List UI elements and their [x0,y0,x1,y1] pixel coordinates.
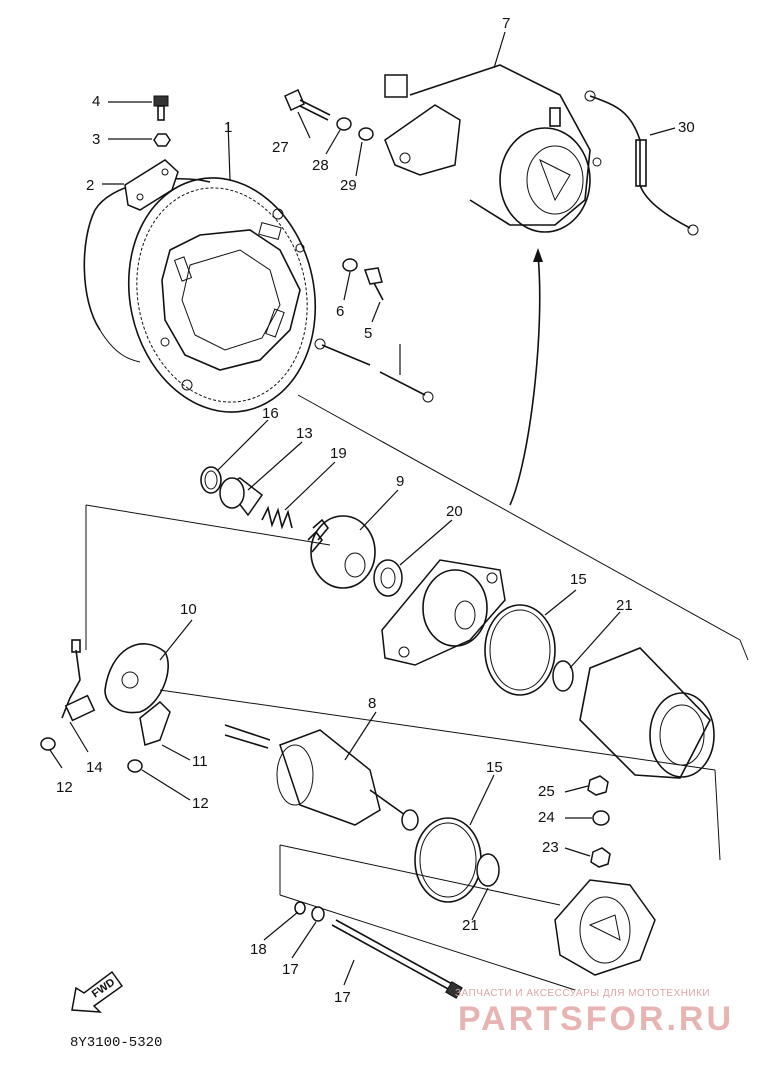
collar-13 [219,477,264,517]
armature-8 [224,724,419,831]
washer-24 [592,810,610,826]
part-label-10: 10 [180,601,197,618]
rear-cover [554,879,656,976]
fwd-arrow-icon: FWD [71,970,124,1013]
screw-12-left [40,737,56,751]
part-label-21-upper: 20 [446,503,463,520]
part-label-19: 18 [250,941,267,958]
starter-motor-assembly [384,64,602,233]
o-ring-16 [200,466,222,494]
part-label-29: 30 [678,119,695,136]
part-label-17: 17 [334,989,351,1006]
bolt-mid [363,267,384,301]
part-label-11: 11 [192,753,208,770]
bracket-plate [124,159,179,211]
part-label-13: 13 [296,425,313,442]
part-label-1: 1 [224,119,232,136]
washer-18 [311,906,325,922]
part-label-25: 25 [538,783,555,800]
leader-lines [49,31,676,986]
spring-20 [261,505,293,530]
nut-28 [358,127,374,141]
part-label-21-lower: 21 [462,917,479,934]
o-ring-15-upper [484,604,556,696]
part-label-24: 24 [538,809,555,826]
nut-25 [587,775,609,796]
brush-holder-11 [139,700,171,746]
part-number-labels: 4 3 2 1 27 28 29 6 5 7 30 16 13 19 9 20 … [56,15,695,978]
part-label-26: 27 [272,139,289,156]
part-label-12-left: 12 [56,779,73,796]
watermark: ЗАПЧАСТИ И АКСЕССУАРЫ ДЛЯ МОТОТЕХНИКИ PA… [455,988,734,1038]
washer-21-upper [373,559,403,597]
nut-23 [590,847,611,868]
part-label-9: 9 [396,473,404,490]
part-label-2: 2 [86,177,94,194]
lead-wire-30 [314,338,434,403]
part-label-23: 23 [542,839,559,856]
part-label-14: 14 [86,759,103,776]
screw-12-right [127,759,143,773]
through-bolt-17 [331,919,463,999]
o-ring-15-lower [414,817,482,903]
part-label-16: 16 [262,405,279,422]
washer-21-lower [476,853,500,887]
part-label-15-upper: 15 [570,571,587,588]
yoke-housing [579,647,715,779]
part-label-15-lower: 15 [486,759,503,776]
part-label-28: 29 [340,177,357,194]
washer-27 [336,117,352,131]
brush-plate-10 [104,642,169,714]
watermark-caption: ЗАПЧАСТИ И АКСЕССУАРЫ ДЛЯ МОТОТЕХНИКИ [455,988,710,999]
part-label-22: 21 [616,597,633,614]
assembly-arrow [509,248,543,506]
part-label-7: 7 [502,15,510,32]
part-label-27: 28 [312,157,329,174]
hex-nut-small [153,133,171,147]
bolt-26 [284,88,331,121]
part-label-5: 5 [364,325,372,342]
washer-mid [342,258,358,272]
part-label-12-right: 12 [192,795,209,812]
part-label-6: 6 [336,303,344,320]
brush-holder-14 [61,639,96,722]
part-label-8: 8 [368,695,376,712]
part-label-20: 19 [330,445,347,462]
starter-clutch-ring-gear [83,177,317,413]
part-label-3: 3 [92,131,100,148]
bolt-upper-left [153,95,169,121]
part-label-18: 17 [282,961,299,978]
part-label-4: 4 [92,93,100,110]
washer-19 [294,901,306,915]
front-cover [381,559,506,666]
lead-wire-29 [584,90,699,236]
exploded-guide-lines [85,394,749,991]
pinion-gear-9 [307,515,376,589]
diagram-code: 8Y3100-5320 [70,1035,162,1051]
watermark-brand: PARTSFOR.RU [458,1000,734,1038]
washer-22 [552,660,574,692]
